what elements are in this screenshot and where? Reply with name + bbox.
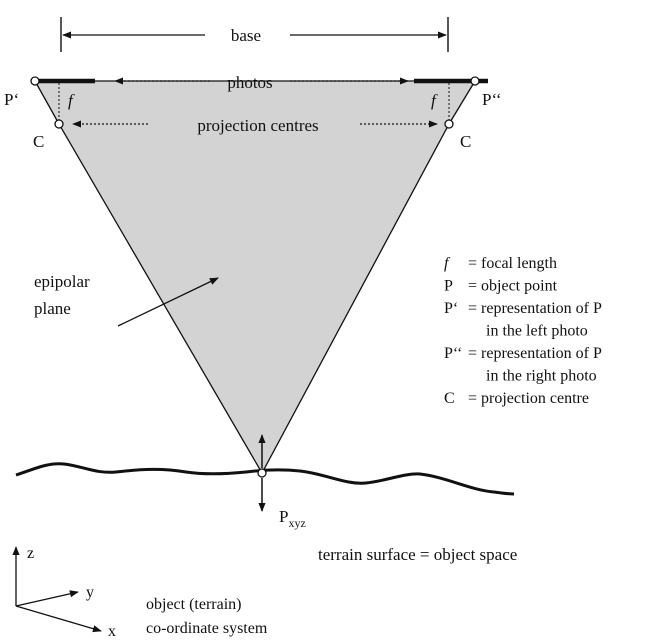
- projection-centres-label: projection centres: [197, 116, 318, 135]
- coordinate-system-caption: object (terrain) co-ordinate system: [146, 596, 268, 637]
- epipolar-plane-shape: [33, 80, 477, 475]
- left-centre-marker: [54, 119, 64, 129]
- left-focal-symbol: f: [68, 91, 75, 110]
- legend-symbol: C: [444, 390, 455, 407]
- legend-text: = representation of P: [468, 300, 602, 317]
- legend-symbol: P‘: [444, 300, 458, 317]
- left-photo-point-label: P‘: [4, 90, 19, 109]
- legend-text: in the left photo: [486, 323, 588, 340]
- y-axis-label: y: [86, 584, 94, 601]
- x-axis-label: x: [108, 623, 116, 637]
- right-focal-symbol: f: [431, 91, 438, 110]
- y-axis: [15, 590, 79, 607]
- right-centre-label: C: [460, 132, 471, 151]
- terrain-surface-line: [15, 462, 515, 496]
- legend-symbol: f: [444, 255, 451, 272]
- legend-text: = representation of P: [468, 345, 602, 362]
- object-point-subscript: xyz: [288, 516, 305, 530]
- base-label: base: [231, 26, 261, 45]
- left-photo-point-marker: [30, 76, 40, 86]
- object-point-marker: [257, 468, 267, 478]
- photos-label: photos: [227, 73, 272, 92]
- left-centre-label: C: [33, 132, 44, 151]
- legend-text: = focal length: [468, 255, 557, 272]
- coordinate-caption-line1: object (terrain): [146, 596, 242, 613]
- epipolar-label: epipolar plane: [34, 272, 94, 318]
- legend-symbol: P‘‘: [444, 345, 462, 362]
- object-point-main: P: [279, 507, 288, 526]
- legend-text: = projection centre: [468, 390, 589, 407]
- x-axis: [15, 605, 102, 633]
- z-axis-label: z: [27, 545, 34, 562]
- terrain-label: terrain surface = object space: [318, 545, 517, 564]
- right-centre-marker: [444, 119, 454, 129]
- epipolar-label-line2: plane: [34, 299, 71, 318]
- object-point-label: Pxyz: [279, 507, 306, 530]
- coordinate-caption-line2: co-ordinate system: [146, 620, 268, 637]
- epipolar-label-line1: epipolar: [34, 272, 90, 291]
- legend-text: in the right photo: [486, 368, 597, 385]
- legend-symbol: P: [444, 278, 453, 295]
- epipolar-arrow: [117, 277, 219, 327]
- legend-text: = object point: [468, 278, 558, 295]
- right-photo-point-marker: [470, 76, 480, 86]
- right-photo-point-label: P‘‘: [482, 90, 502, 109]
